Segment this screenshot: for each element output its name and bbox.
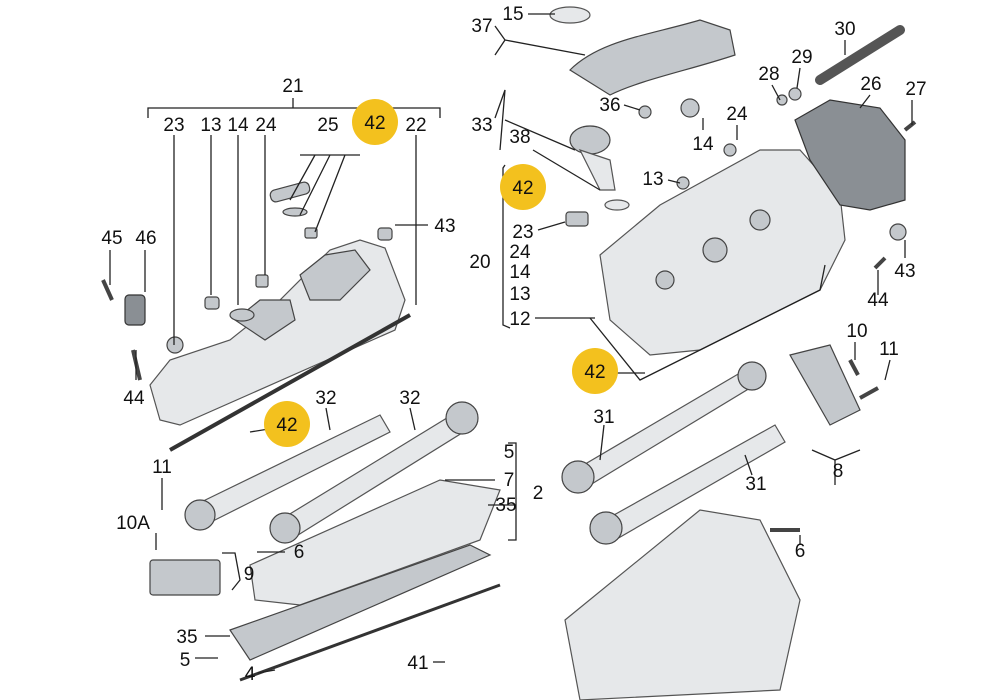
callout-13: 13 (200, 115, 221, 136)
callout-43: 43 (894, 261, 915, 282)
callout-24: 24 (726, 104, 748, 125)
callout-29: 29 (791, 47, 812, 68)
callout-27: 27 (905, 79, 926, 100)
right-cylinder-head (564, 359, 879, 700)
callout-23: 23 (512, 222, 533, 243)
callout-41: 41 (407, 653, 428, 674)
highlight-label-3: 42 (276, 415, 297, 436)
callout-45: 45 (101, 228, 122, 249)
callout-38: 38 (509, 127, 530, 148)
callout-32: 32 (399, 388, 420, 409)
callout-43: 43 (434, 216, 455, 237)
callout-10A: 10A (116, 513, 150, 534)
callout-33: 33 (471, 115, 492, 136)
highlight-label-2: 42 (512, 178, 533, 199)
callout-13: 13 (642, 169, 663, 190)
callout-24: 24 (255, 115, 277, 136)
callout-35: 35 (495, 495, 516, 516)
callout-5: 5 (180, 650, 191, 671)
callout-31: 31 (593, 407, 614, 428)
callout-7: 7 (504, 470, 515, 491)
right-heat-shield (776, 25, 917, 270)
callout-11: 11 (152, 457, 172, 478)
callout-12: 12 (509, 309, 530, 330)
callout-30: 30 (834, 19, 855, 40)
callout-32: 32 (315, 388, 336, 409)
callout-5: 5 (504, 442, 515, 463)
callout-44: 44 (123, 388, 145, 409)
callout-36: 36 (599, 95, 620, 116)
callout-15: 15 (502, 4, 523, 25)
leader-lines (109, 13, 913, 674)
callout-14: 14 (509, 262, 531, 283)
callout-11: 11 (879, 339, 899, 360)
callout-14: 14 (692, 134, 714, 155)
callout-20: 20 (469, 252, 490, 273)
callout-31: 31 (745, 474, 766, 495)
callout-26: 26 (860, 74, 881, 95)
callout-4: 4 (245, 664, 256, 685)
callout-14: 14 (227, 115, 249, 136)
left-small-parts (101, 181, 393, 381)
callout-24: 24 (509, 242, 531, 263)
right-valve-cover (565, 98, 846, 381)
callout-labels: 21 23 13 14 24 25 22 43 45 46 44 32 32 1… (101, 4, 926, 685)
callout-10: 10 (846, 321, 867, 342)
callout-25: 25 (317, 115, 338, 136)
highlight-label-4: 42 (584, 362, 605, 383)
callout-28: 28 (758, 64, 779, 85)
callout-46: 46 (135, 228, 156, 249)
highlight-marker-4 (572, 348, 618, 394)
callout-22: 22 (405, 115, 426, 136)
callout-9: 9 (244, 564, 255, 585)
highlight-label-1: 42 (364, 113, 385, 134)
highlight-markers: 42 42 42 42 (264, 99, 618, 447)
right-camshafts (561, 344, 861, 545)
callout-6: 6 (294, 542, 305, 563)
highlight-marker-3 (264, 401, 310, 447)
left-camshafts (184, 401, 479, 544)
callout-6: 6 (795, 541, 806, 562)
callout-23: 23 (163, 115, 184, 136)
crankcase-breather-hose (549, 6, 736, 211)
callout-21: 21 (282, 76, 303, 97)
callout-8: 8 (833, 461, 844, 482)
callout-37: 37 (471, 16, 492, 37)
callout-13: 13 (509, 284, 530, 305)
highlight-marker-1 (352, 99, 398, 145)
callout-35: 35 (176, 627, 197, 648)
callout-44: 44 (867, 290, 889, 311)
callout-2: 2 (533, 483, 544, 504)
highlight-marker-2 (500, 164, 546, 210)
left-cam-carrier (149, 479, 501, 682)
